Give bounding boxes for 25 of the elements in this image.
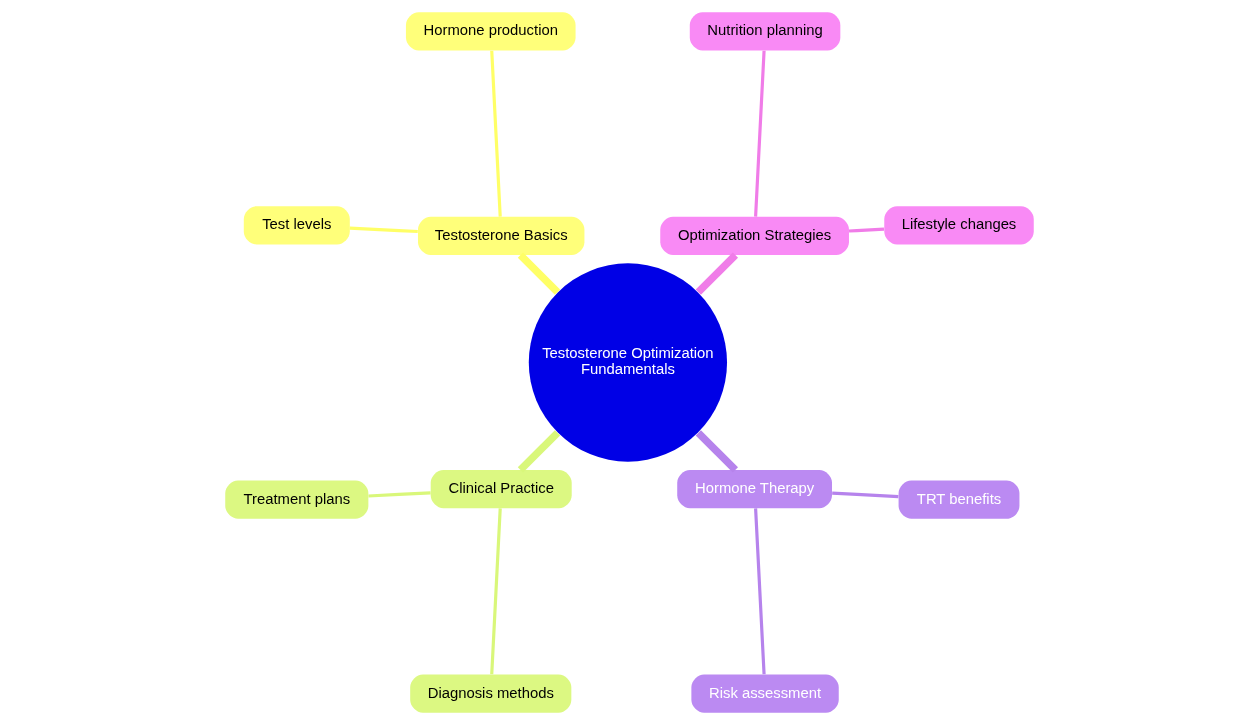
connector xyxy=(349,226,418,234)
node-box: Diagnosis methods xyxy=(409,674,571,713)
connector xyxy=(753,50,766,217)
node-box: TRT benefits xyxy=(898,480,1019,519)
connector xyxy=(831,491,898,499)
connector xyxy=(367,491,431,498)
connector xyxy=(489,508,502,675)
node-box: Hormone production xyxy=(405,12,576,51)
node-box: Risk assessment xyxy=(690,674,839,713)
connector xyxy=(848,227,884,233)
connector xyxy=(753,508,766,675)
node-box: Test levels xyxy=(243,206,350,245)
node-box: Testosterone Basics xyxy=(417,216,584,255)
node-box: Clinical Practice xyxy=(430,470,572,509)
node-box: Lifestyle changes xyxy=(883,206,1034,245)
node-box: Treatment plans xyxy=(224,480,368,519)
connector xyxy=(695,252,738,295)
node-box: Optimization Strategies xyxy=(659,216,849,255)
node-box: Hormone Therapy xyxy=(676,470,832,509)
node-box: Nutrition planning xyxy=(689,12,840,51)
connector xyxy=(489,50,502,217)
connector xyxy=(517,430,560,473)
connector xyxy=(517,252,560,295)
node-circle: Testosterone Optimization Fundamentals xyxy=(528,263,727,462)
connector xyxy=(695,430,738,473)
